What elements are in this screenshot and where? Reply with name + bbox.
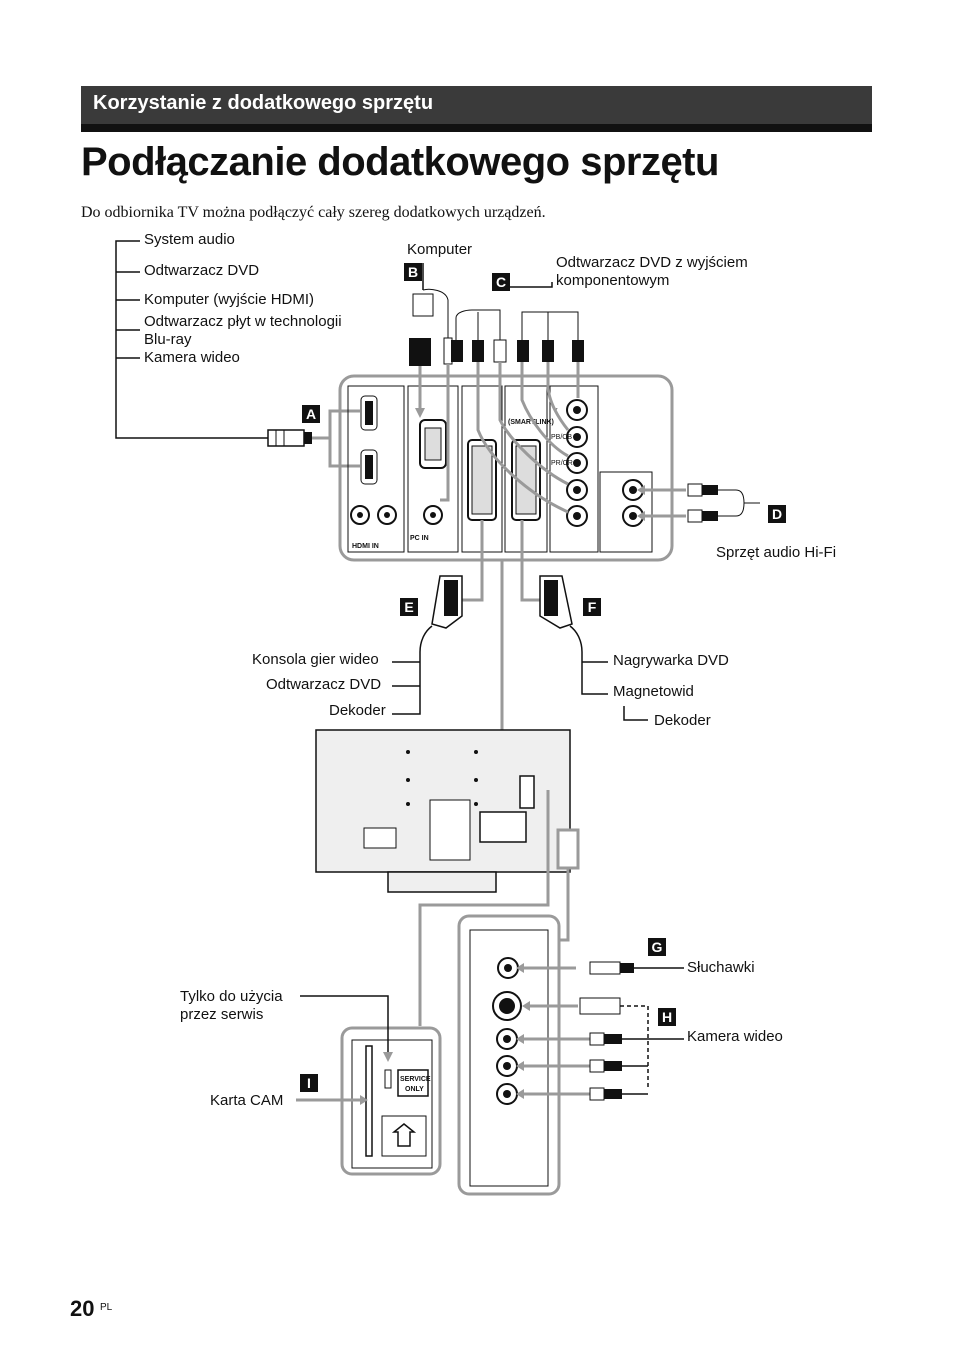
intro-text: Do odbiornika TV można podłączyć cały sz… — [81, 204, 546, 221]
label-component-dvd-2: komponentowym — [556, 272, 670, 289]
label-bluray-1: Odtwarzacz płyt w technologii — [144, 313, 342, 330]
badge-d: D — [768, 505, 786, 523]
label-headphones: Słuchawki — [687, 959, 755, 976]
badge-h: H — [658, 1008, 676, 1026]
badge-f: F — [583, 598, 601, 616]
label-decoder-f: Dekoder — [654, 712, 711, 729]
pb-label: PB/CB — [551, 434, 572, 441]
f-scart — [520, 520, 648, 721]
label-hifi: Sprzęt audio Hi-Fi — [716, 544, 837, 561]
page-number: 20 — [70, 1296, 95, 1321]
badge-a: A — [302, 405, 320, 423]
section-rule — [81, 124, 872, 132]
service-only-label-2: ONLY — [405, 1086, 424, 1093]
label-camcorder-h: Kamera wideo — [687, 1028, 783, 1045]
label-computer: Komputer — [407, 241, 473, 258]
tv-connector-panel: HDMI IN PC IN (SMARTLINK) Y PB/CB PR/CR — [338, 374, 674, 562]
label-game-console: Konsola gier wideo — [252, 651, 379, 668]
pr-label: PR/CR — [551, 460, 573, 467]
label-component-dvd-1: Odtwarzacz DVD z wyjściem — [556, 254, 748, 271]
tv-back — [315, 560, 580, 893]
label-dvd-player: Odtwarzacz DVD — [144, 262, 260, 279]
a-leader-lines — [115, 240, 270, 439]
h-leader — [516, 997, 684, 1101]
pc-in-label: PC IN — [410, 535, 429, 542]
badge-g: G — [648, 938, 666, 956]
label-cam-card: Karta CAM — [210, 1092, 284, 1109]
label-service-2: przez serwis — [180, 1006, 264, 1023]
label-camcorder-a: Kamera wideo — [144, 349, 240, 366]
label-bluray-2: Blu-ray — [144, 331, 192, 348]
d-leader — [637, 483, 760, 523]
label-dvd-recorder: Nagrywarka DVD — [613, 652, 729, 669]
section-title: Korzystanie z dodatkowego sprzętu — [93, 92, 434, 114]
label-computer-hdmi: Komputer (wyjście HDMI) — [144, 291, 315, 308]
badge-e: E — [400, 598, 418, 616]
c-leader — [451, 282, 584, 514]
section-band: Korzystanie z dodatkowego sprzętu — [81, 86, 872, 124]
service-only-label-1: SERVICE — [400, 1076, 431, 1083]
cam-panel: SERVICE ONLY — [296, 995, 442, 1176]
hdmi-plug-icon — [267, 429, 312, 447]
b-leader — [409, 263, 453, 502]
g-leader — [516, 961, 684, 975]
side-panel — [418, 790, 570, 1196]
e-scart — [392, 520, 484, 715]
label-service-1: Tylko do użycia — [180, 988, 283, 1005]
hdmi-label: HDMI IN — [352, 543, 379, 550]
badge-c: C — [492, 273, 510, 291]
label-dvd-player-e: Odtwarzacz DVD — [266, 676, 382, 693]
label-vcr: Magnetowid — [613, 683, 694, 700]
label-decoder-e: Dekoder — [329, 702, 386, 719]
label-system-audio: System audio — [144, 231, 235, 248]
smartlink-label: (SMARTLINK) — [508, 419, 554, 426]
badge-i: I — [300, 1074, 318, 1092]
badge-b: B — [404, 263, 422, 281]
page-title: Podłączanie dodatkowego sprzętu — [81, 140, 719, 184]
page-lang: PL — [100, 1302, 113, 1313]
